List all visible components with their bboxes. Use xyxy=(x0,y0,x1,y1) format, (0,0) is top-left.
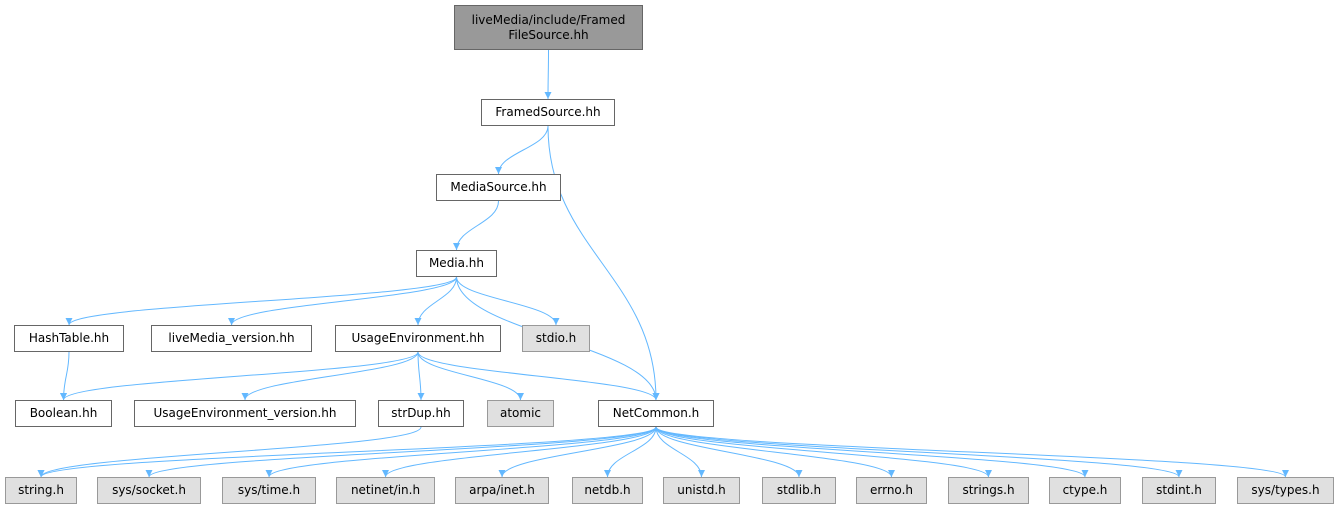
edge-usageenv-to-boolean xyxy=(60,351,419,401)
edge-netcommon-to-netdb xyxy=(604,426,657,478)
node-label: stdlib.h xyxy=(776,483,822,497)
node-unistd-h[interactable]: unistd.h xyxy=(663,477,740,504)
node-label: sys/types.h xyxy=(1251,483,1320,497)
edge-netcommon-to-string xyxy=(37,426,657,478)
node-string-h[interactable]: string.h xyxy=(5,477,77,504)
node-netinet-in-h[interactable]: netinet/in.h xyxy=(336,477,435,504)
edge-netcommon-to-ctype xyxy=(655,426,1089,478)
node-label: netinet/in.h xyxy=(350,483,421,497)
edge-netcommon-to-strings xyxy=(655,426,992,478)
node-label: netdb.h xyxy=(584,483,631,497)
node-label: stdint.h xyxy=(1156,483,1202,497)
node-label: Boolean.hh xyxy=(29,406,98,420)
edge-media-to-hashtable xyxy=(65,276,457,326)
node-label: errno.h xyxy=(870,483,913,497)
node-errno-h[interactable]: errno.h xyxy=(856,477,927,504)
node-strdup[interactable]: strDup.hh xyxy=(378,400,464,427)
edge-usageenv-to-ueversion xyxy=(241,351,419,401)
node-label: NetCommon.h xyxy=(612,406,700,420)
node-boolean[interactable]: Boolean.hh xyxy=(15,400,112,427)
node-label: MediaSource.hh xyxy=(450,180,547,194)
node-label: liveMedia/include/Framed FileSource.hh xyxy=(471,12,626,42)
edge-media-to-usageenv xyxy=(414,276,457,326)
node-stdint-h[interactable]: stdint.h xyxy=(1142,477,1216,504)
node-label: arpa/inet.h xyxy=(469,483,535,497)
edge-framed-to-mediasrc xyxy=(495,125,549,175)
node-netdb-h[interactable]: netdb.h xyxy=(572,477,643,504)
node-label: Media.hh xyxy=(428,256,485,270)
node-media-source[interactable]: MediaSource.hh xyxy=(436,174,561,201)
node-label: ctype.h xyxy=(1062,483,1108,497)
node-sys-types-h[interactable]: sys/types.h xyxy=(1237,477,1334,504)
node-framed-source[interactable]: FramedSource.hh xyxy=(481,99,615,126)
node-stdio[interactable]: stdio.h xyxy=(522,325,590,352)
node-label: FramedSource.hh xyxy=(495,105,601,119)
node-ctype-h[interactable]: ctype.h xyxy=(1049,477,1121,504)
node-label: sys/time.h xyxy=(237,483,301,497)
node-label: strings.h xyxy=(962,483,1015,497)
node-atomic[interactable]: atomic xyxy=(487,400,554,427)
edge-netcommon-to-arpa xyxy=(498,426,657,478)
node-arpa-inet-h[interactable]: arpa/inet.h xyxy=(455,477,549,504)
node-livemedia-version[interactable]: liveMedia_version.hh xyxy=(151,325,312,352)
node-media[interactable]: Media.hh xyxy=(416,250,497,277)
node-label: sys/socket.h xyxy=(112,483,186,497)
node-label: stdio.h xyxy=(535,331,577,345)
edge-strdup-to-string xyxy=(37,426,422,478)
edge-media-to-stdio xyxy=(456,276,560,326)
edge-netcommon-to-errno xyxy=(655,426,895,478)
edge-netcommon-to-syssocket xyxy=(145,426,657,478)
node-sys-time-h[interactable]: sys/time.h xyxy=(222,477,316,504)
node-label: atomic xyxy=(499,406,542,420)
node-framed-file-source[interactable]: liveMedia/include/Framed FileSource.hh xyxy=(454,5,643,50)
node-label: unistd.h xyxy=(677,483,726,497)
edge-netcommon-to-systime xyxy=(265,426,657,478)
node-strings-h[interactable]: strings.h xyxy=(948,477,1029,504)
node-label: HashTable.hh xyxy=(28,331,110,345)
node-label: liveMedia_version.hh xyxy=(168,331,295,345)
edge-media-to-lmversion xyxy=(228,276,457,326)
edge-netcommon-to-unistd xyxy=(655,426,705,478)
node-stdlib-h[interactable]: stdlib.h xyxy=(762,477,836,504)
edge-netcommon-to-netinet xyxy=(382,426,657,478)
node-usage-environment[interactable]: UsageEnvironment.hh xyxy=(335,325,501,352)
edge-framed-to-netcommon xyxy=(547,125,660,401)
node-usage-environment-version[interactable]: UsageEnvironment_version.hh xyxy=(134,400,356,427)
edge-mediasrc-to-media xyxy=(453,200,499,251)
edge-usageenv-to-strdup xyxy=(417,351,425,401)
node-label: UsageEnvironment_version.hh xyxy=(153,406,337,420)
edge-usageenv-to-atomic xyxy=(417,351,524,401)
edge-netcommon-to-stdint xyxy=(655,426,1183,478)
node-sys-socket-h[interactable]: sys/socket.h xyxy=(97,477,201,504)
edge-root-to-framed xyxy=(544,49,552,100)
edge-netcommon-to-systypes xyxy=(655,426,1289,478)
node-label: string.h xyxy=(18,483,64,497)
edge-usageenv-to-netcommon xyxy=(417,351,660,401)
node-net-common[interactable]: NetCommon.h xyxy=(598,400,714,427)
node-hash-table[interactable]: HashTable.hh xyxy=(14,325,124,352)
node-label: UsageEnvironment.hh xyxy=(351,331,485,345)
edge-netcommon-to-stdlib xyxy=(655,426,803,478)
node-label: strDup.hh xyxy=(391,406,451,420)
edge-hashtable-to-boolean xyxy=(60,351,70,401)
